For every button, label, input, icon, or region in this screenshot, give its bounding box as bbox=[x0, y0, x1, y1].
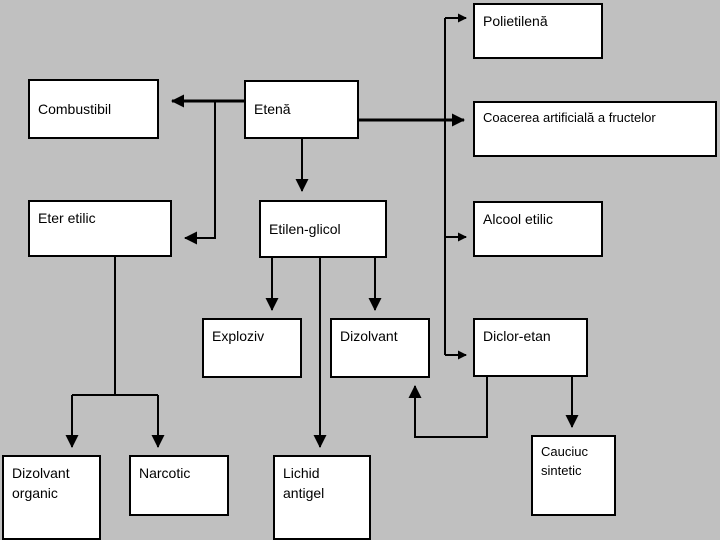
node-label: Combustibil bbox=[38, 100, 112, 117]
node-label: Narcotic bbox=[139, 465, 191, 481]
node-label: Dizolvant bbox=[340, 328, 398, 344]
node-polietilena[interactable]: Polietilenă bbox=[473, 3, 603, 59]
node-label: Polietilenă bbox=[483, 13, 548, 29]
edge-eter-split bbox=[65, 257, 165, 448]
edge-etena-eter-etilic bbox=[184, 101, 216, 245]
node-lichid-antigel[interactable]: Lichid antigel bbox=[273, 455, 371, 540]
node-label: Eter etilic bbox=[38, 210, 96, 226]
node-label: Coacerea artificială a fructelor bbox=[483, 110, 656, 125]
node-etena[interactable]: Etenă bbox=[244, 80, 359, 139]
node-dizolvant-organic[interactable]: Dizolvant organic bbox=[2, 455, 101, 540]
node-eter-etilic[interactable]: Eter etilic bbox=[28, 200, 172, 257]
node-label: Lichid antigel bbox=[283, 465, 325, 502]
node-label: Cauciuc sintetic bbox=[541, 444, 588, 478]
node-label: Diclor-etan bbox=[483, 328, 551, 344]
node-label: Alcool etilic bbox=[483, 211, 554, 227]
node-exploziv[interactable]: Exploziv bbox=[202, 318, 302, 378]
node-coacerea-artificiala[interactable]: Coacerea artificială a fructelor bbox=[473, 101, 717, 157]
node-etilen-glicol[interactable]: Etilen-glicol bbox=[259, 200, 387, 258]
node-diclor-etan[interactable]: Diclor-etan bbox=[473, 318, 588, 377]
node-combustibil[interactable]: Combustibil bbox=[28, 79, 159, 139]
node-label: Etenă bbox=[254, 101, 291, 118]
edge-right-trunk bbox=[444, 13, 467, 360]
node-label: Dizolvant organic bbox=[12, 465, 70, 502]
node-alcool-etilic[interactable]: Alcool etilic bbox=[473, 201, 603, 257]
node-cauciuc-sintetic[interactable]: Cauciuc sintetic bbox=[531, 435, 616, 516]
node-label: Exploziv bbox=[212, 328, 265, 344]
edge-diclor-dizolvant bbox=[408, 377, 488, 438]
node-dizolvant[interactable]: Dizolvant bbox=[330, 318, 430, 378]
node-label: Etilen-glicol bbox=[269, 220, 341, 237]
node-narcotic[interactable]: Narcotic bbox=[129, 455, 229, 516]
